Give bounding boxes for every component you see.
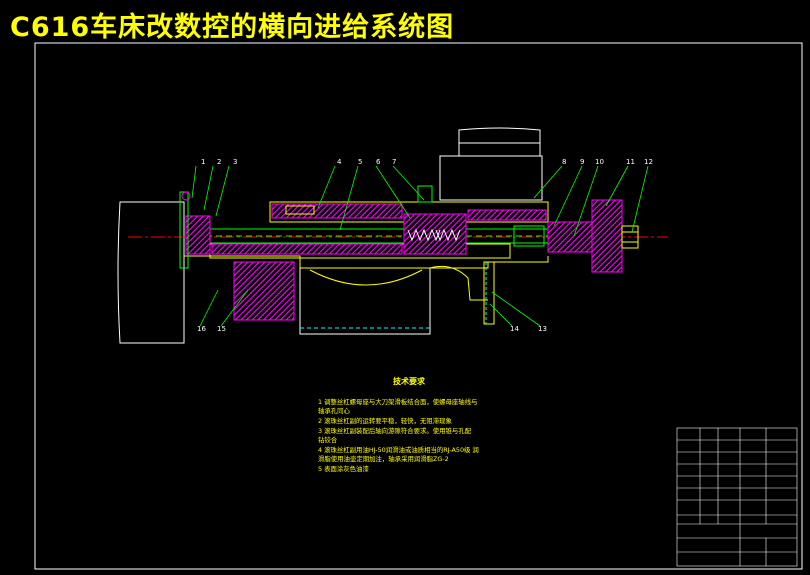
housing-section-right <box>467 209 547 221</box>
leader-lines <box>191 165 649 327</box>
tech-note-line: 4 滚珠丝杠副用油HJ-50润滑油或油质相当的RJ-A50级 润 <box>318 446 479 454</box>
support-bracket <box>233 261 295 321</box>
part-label-14: 14 <box>510 325 519 333</box>
slide-guide <box>429 265 488 301</box>
slide-arc <box>309 269 423 286</box>
title-block <box>676 427 798 567</box>
drawing-frame <box>34 42 803 570</box>
tech-note-line: 钻铰合 <box>318 436 338 444</box>
part-label-5: 5 <box>358 158 362 166</box>
part-label-8: 8 <box>562 158 566 166</box>
part-label-7: 7 <box>392 158 396 166</box>
ball-nut <box>403 213 467 255</box>
end-flange <box>591 199 623 273</box>
part-labels: 1 2 3 4 5 6 7 8 9 10 11 12 13 14 15 16 <box>197 158 653 333</box>
part-label-3: 3 <box>233 158 237 166</box>
assembly-drawing <box>117 127 668 344</box>
ball-nut-balls <box>407 228 461 242</box>
tech-note-line: 3 滚珠丝杠副装配后轴向游隙符合要求。使用锥与孔配 <box>318 427 472 435</box>
motor-housing <box>439 127 543 201</box>
tech-requirements-title: 技术要求 <box>393 377 425 386</box>
tech-note-line: 2 滚珠丝杠副的运转要平稳，轻快，无阻滞现象 <box>318 417 452 425</box>
part-label-11: 11 <box>626 158 635 166</box>
flange-bolt <box>621 225 639 249</box>
tech-note-line: 1 调整丝杠螺母座与大刀架滑板结合面，使螺母座轴线与 <box>318 398 478 406</box>
part-label-15: 15 <box>217 325 226 333</box>
tech-note-line: 5 表面涂灰色油漆 <box>318 465 369 473</box>
drawing-title: C616车床改数控的横向进给系统图 <box>10 12 455 43</box>
part-label-1: 1 <box>201 158 205 166</box>
housing-section-bottom <box>211 243 403 255</box>
tech-note-line: 轴承孔同心 <box>318 407 350 415</box>
oil-plug <box>417 185 433 203</box>
saddle-outline <box>184 255 549 269</box>
part-label-13: 13 <box>538 325 547 333</box>
part-label-12: 12 <box>644 158 653 166</box>
bearing-right <box>513 225 545 247</box>
part-label-9: 9 <box>580 158 584 166</box>
part-label-2: 2 <box>217 158 221 166</box>
oil-cup <box>181 191 191 201</box>
coupling-sleeve <box>547 221 593 253</box>
carriage-outline-left <box>117 201 185 344</box>
part-label-4: 4 <box>337 158 342 166</box>
bearing-seat-left <box>185 215 211 255</box>
gib-screw <box>285 205 315 215</box>
part-label-6: 6 <box>376 158 381 166</box>
tech-note-line: 滑脂使用油壶定期加注，轴承采用润滑脂ZG-2 <box>318 455 449 463</box>
part-label-16: 16 <box>197 325 206 333</box>
part-label-10: 10 <box>595 158 604 166</box>
slide-base <box>299 268 431 335</box>
